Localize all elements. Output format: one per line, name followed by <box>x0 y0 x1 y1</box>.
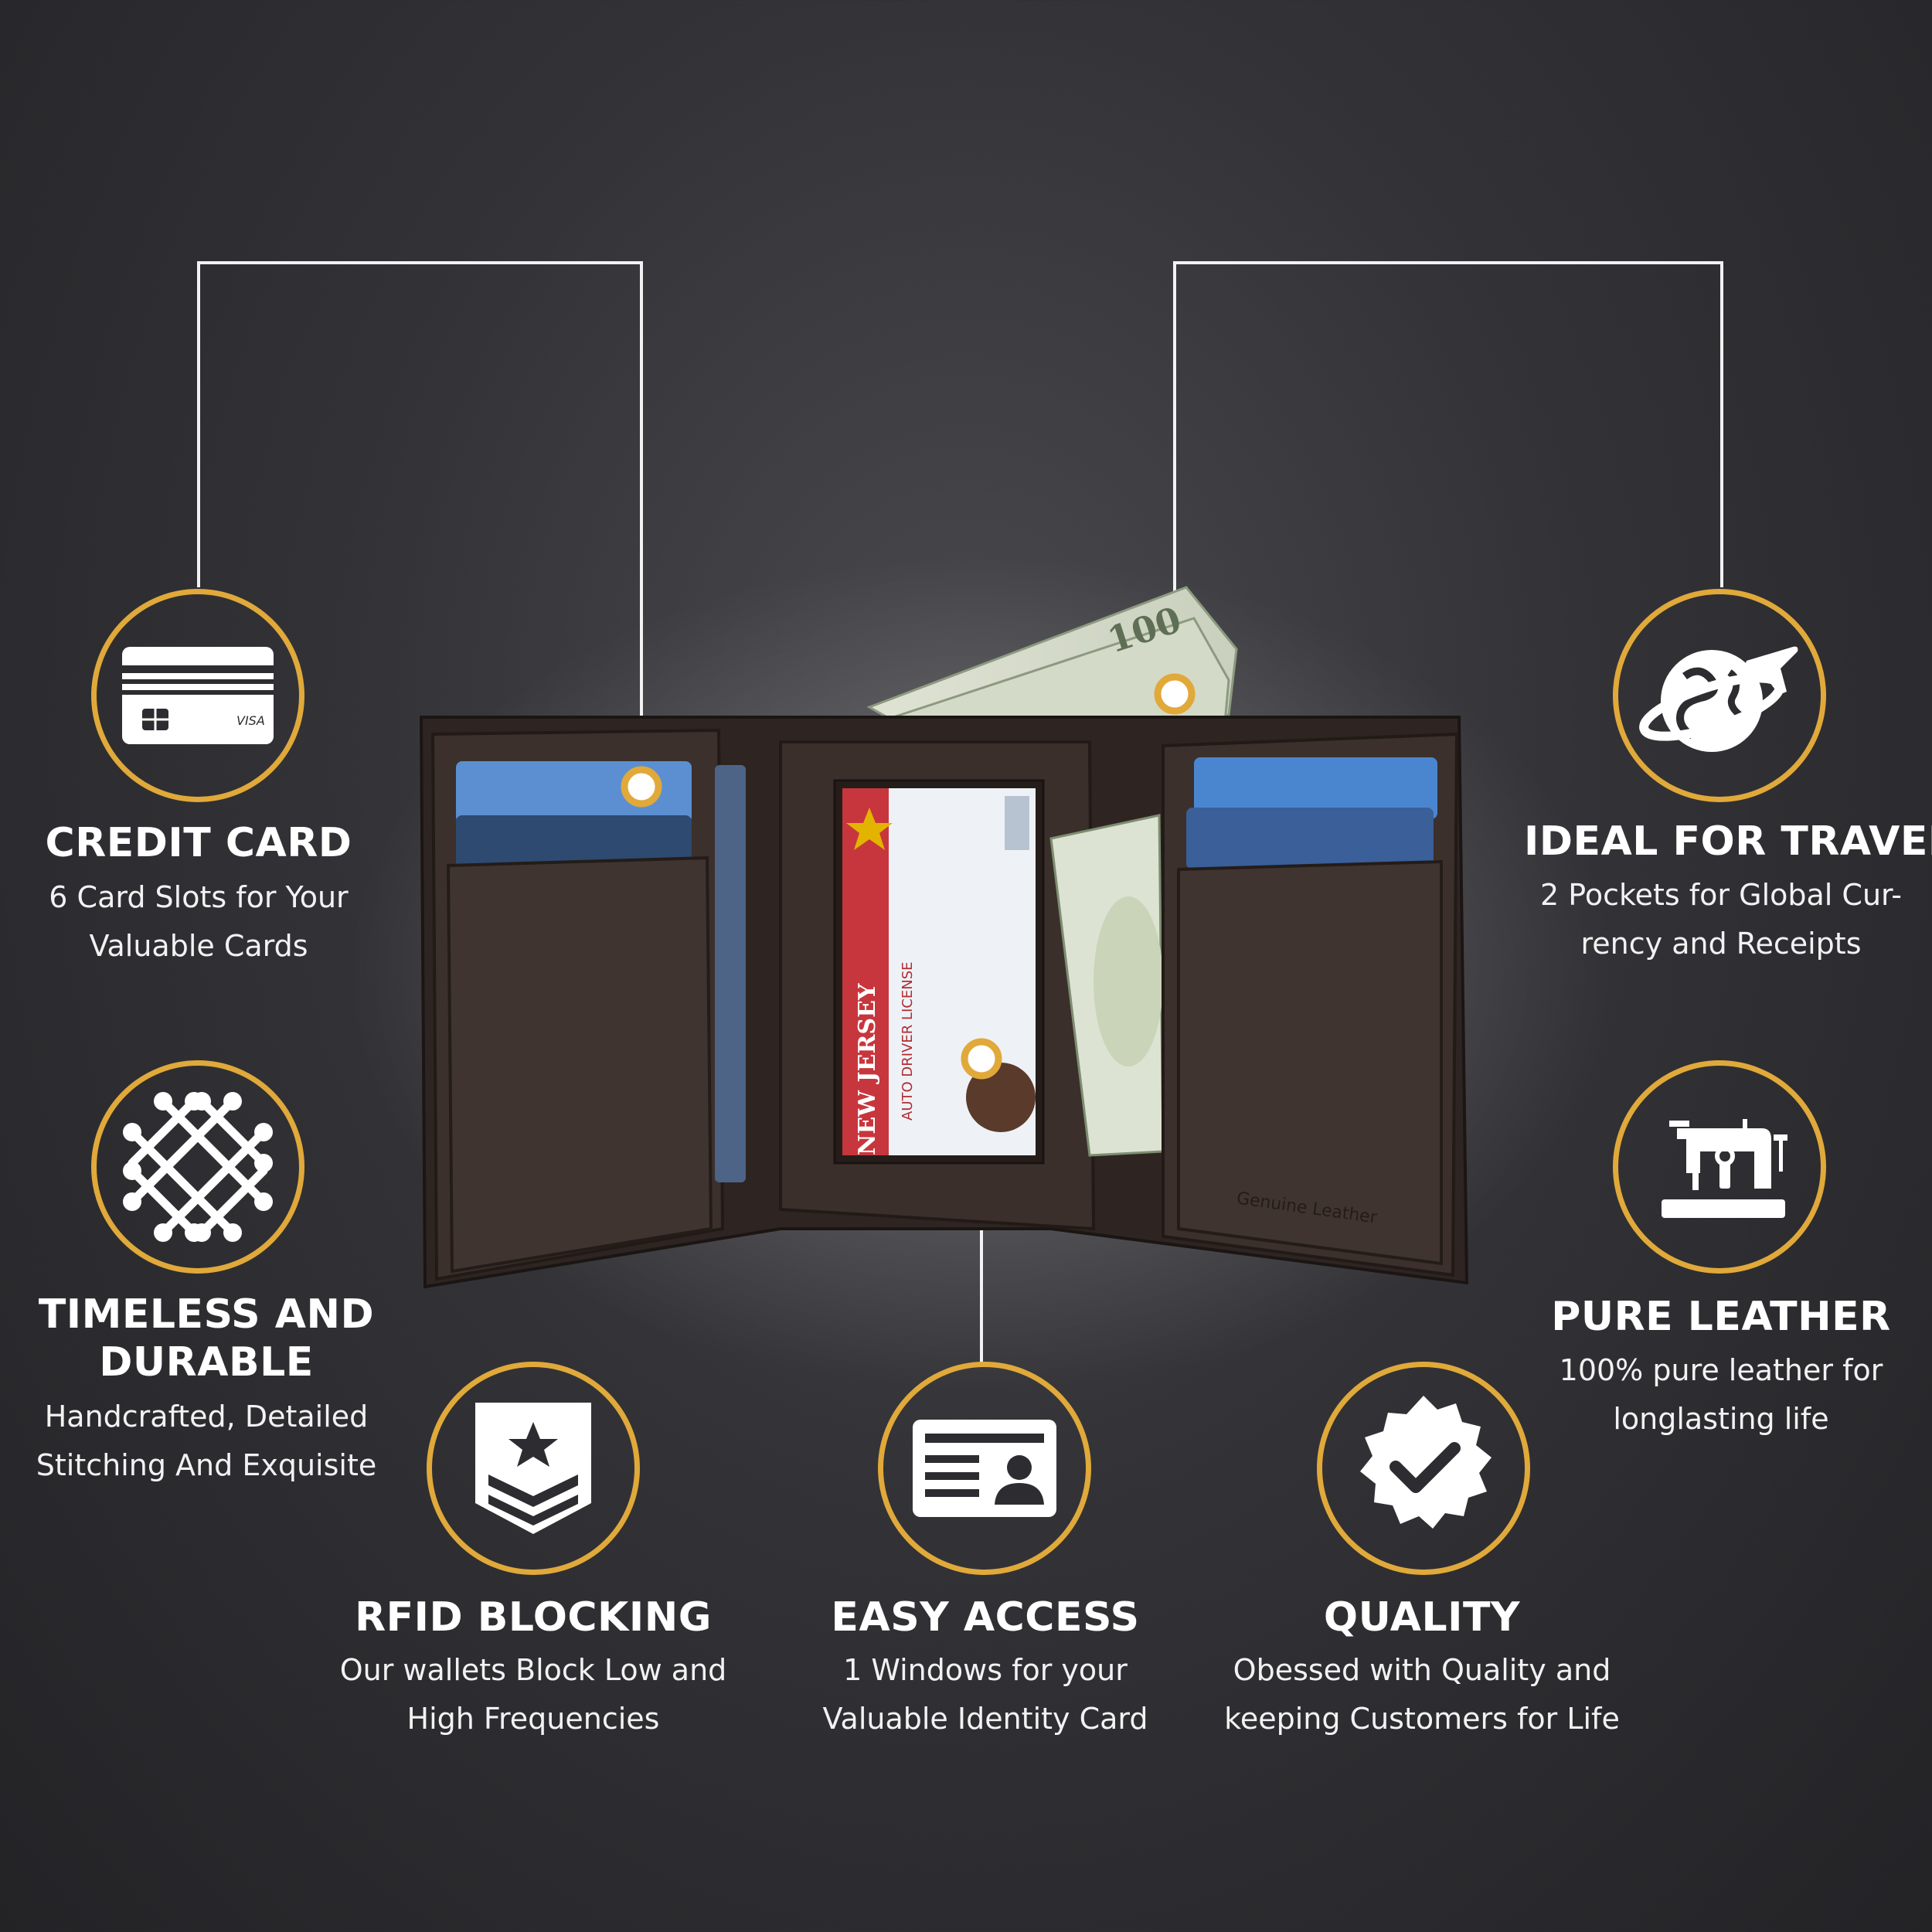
id-card-icon <box>913 1420 1056 1517</box>
quality-desc-line2: keeping Customers for Life <box>1224 1702 1620 1736</box>
id-card-header: NEW JERSEY <box>854 983 881 1155</box>
shield-star-icon <box>475 1403 591 1534</box>
timeless-badge <box>91 1060 304 1274</box>
credit-card-icon: VISA <box>122 647 274 744</box>
quality-badge-check-icon <box>1360 1396 1492 1529</box>
leather-desc-line2: longlasting life <box>1613 1402 1829 1436</box>
credit-card-desc-line1: 6 Card Slots for Your <box>49 880 349 914</box>
credit-card-desc-line2: Valuable Cards <box>89 929 308 963</box>
quality-badge <box>1317 1362 1530 1575</box>
travel-badge <box>1613 589 1826 802</box>
rfid-badge <box>427 1362 640 1575</box>
credit-card-badge: VISA <box>91 589 304 802</box>
quality-desc-line1: Obessed with Quality and <box>1233 1653 1611 1687</box>
timeless-desc: Handcrafted, Detailed Stitching And Exqu… <box>29 1393 384 1490</box>
access-desc-line2: Valuable Identity Card <box>822 1702 1148 1736</box>
access-desc-line1: 1 Windows for your <box>843 1653 1128 1687</box>
quality-desc: Obessed with Quality and keeping Custome… <box>1213 1646 1631 1743</box>
timeless-desc-line2: Stitching And Exquisite <box>36 1448 377 1482</box>
access-desc: 1 Windows for your Valuable Identity Car… <box>796 1646 1175 1743</box>
leather-desc-line1: 100% pure leather for <box>1559 1353 1883 1387</box>
globe-airplane-icon <box>1639 646 1798 752</box>
leather-badge <box>1613 1060 1826 1274</box>
travel-desc: 2 Pockets for Global Cur- rency and Rece… <box>1524 871 1918 968</box>
rfid-desc-line2: High Frequencies <box>406 1702 660 1736</box>
credit-card-desc: 6 Card Slots for Your Valuable Cards <box>29 873 369 971</box>
sewing-machine-icon <box>1662 1119 1787 1218</box>
card-brand-label: VISA <box>236 713 265 728</box>
stitch-pattern-icon <box>123 1092 273 1242</box>
timeless-title-line2: DURABLE <box>99 1339 314 1386</box>
wallet-left-panel <box>430 728 746 1281</box>
callout-dot-cards <box>621 766 662 808</box>
timeless-desc-line1: Handcrafted, Detailed <box>44 1400 369 1434</box>
connector-credit-card <box>197 261 643 784</box>
rfid-title: RFID BLOCKING <box>355 1594 712 1641</box>
travel-desc-line1: 2 Pockets for Global Cur- <box>1540 878 1902 912</box>
card-right-middle <box>1186 808 1434 869</box>
timeless-title-line1: TIMELESS AND <box>38 1291 375 1338</box>
id-photo <box>966 1063 1036 1132</box>
timeless-title: TIMELESS AND DURABLE <box>29 1291 384 1386</box>
wallet-right-panel: Genuine Leather <box>1162 732 1459 1277</box>
access-badge <box>878 1362 1091 1575</box>
access-title: EASY ACCESS <box>831 1594 1140 1641</box>
leather-title: PURE LEATHER <box>1551 1294 1891 1340</box>
id-card-sub: AUTO DRIVER LICENSE <box>900 961 916 1121</box>
card-slot-side <box>715 765 746 1182</box>
travel-title: IDEAL FOR TRAVEL <box>1524 818 1932 865</box>
connector-travel <box>1173 261 1723 692</box>
quality-title: QUALITY <box>1323 1594 1521 1641</box>
rfid-desc-line1: Our wallets Block Low and <box>339 1653 727 1687</box>
callout-dot-currency <box>1154 673 1196 715</box>
travel-desc-line2: rency and Receipts <box>1580 927 1862 961</box>
leather-desc: 100% pure leather for longlasting life <box>1524 1346 1918 1444</box>
currency-notes: 100 <box>866 586 1238 724</box>
callout-dot-id-window <box>961 1038 1002 1080</box>
credit-card-title: CREDIT CARD <box>45 820 352 866</box>
card-right-top <box>1194 757 1437 819</box>
rfid-desc: Our wallets Block Low and High Frequenci… <box>317 1646 750 1743</box>
wallet-middle-panel: NEW JERSEY AUTO DRIVER LICENSE <box>779 740 1096 1231</box>
